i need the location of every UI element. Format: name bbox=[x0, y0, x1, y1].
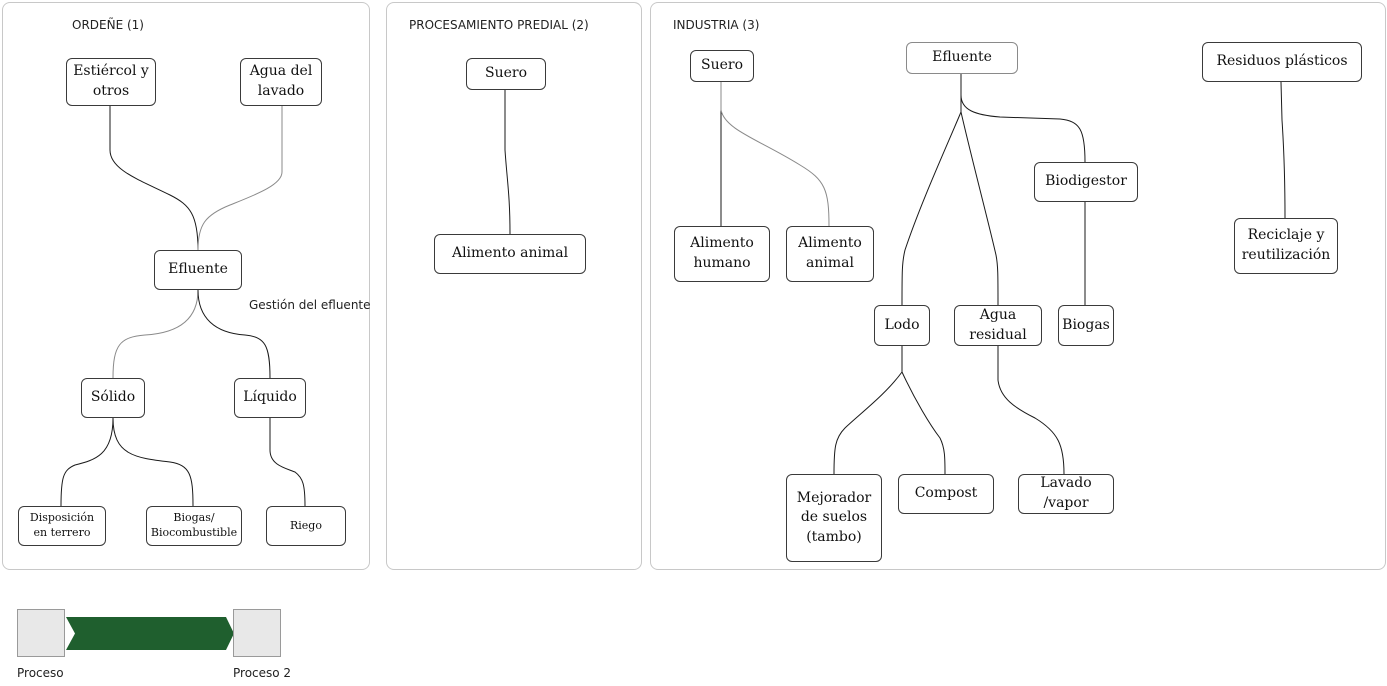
node-alimento-humano[interactable]: Alimento humano bbox=[674, 226, 770, 282]
node-alimento-animal-industria[interactable]: Alimento animal bbox=[786, 226, 874, 282]
node-mejorador-de-suelos[interactable]: Mejorador de suelos (tambo) bbox=[786, 474, 882, 562]
node-disposicion-en-terrero[interactable]: Disposición en terrero bbox=[18, 506, 106, 546]
panel-title-ordene: ORDEÑE (1) bbox=[72, 18, 144, 32]
node-biogas-biocombustible[interactable]: Biogas/ Biocombustible bbox=[146, 506, 242, 546]
panel-title-industria: INDUSTRIA (3) bbox=[673, 18, 760, 32]
panel-title-procesamiento: PROCESAMIENTO PREDIAL (2) bbox=[409, 18, 589, 32]
node-solido[interactable]: Sólido bbox=[81, 378, 145, 418]
node-reciclaje-y-reutilizacion[interactable]: Reciclaje y reutilización bbox=[1234, 218, 1338, 274]
legend-process-box-2 bbox=[233, 609, 281, 657]
legend-process-arrow bbox=[66, 617, 234, 650]
node-biogas-industria[interactable]: Biogas bbox=[1058, 305, 1114, 346]
node-agua-residual[interactable]: Agua residual bbox=[954, 305, 1042, 346]
legend-label-proceso: Proceso bbox=[17, 666, 64, 680]
node-suero-industria[interactable]: Suero bbox=[690, 50, 754, 82]
legend-label-proceso-2: Proceso 2 bbox=[233, 666, 292, 680]
node-liquido[interactable]: Líquido bbox=[234, 378, 306, 418]
node-agua-del-lavado[interactable]: Agua del lavado bbox=[240, 58, 322, 106]
panel-procesamiento-predial bbox=[386, 2, 642, 570]
legend-process-box-1 bbox=[17, 609, 65, 657]
node-compost[interactable]: Compost bbox=[898, 474, 994, 514]
node-biodigestor[interactable]: Biodigestor bbox=[1034, 162, 1138, 202]
node-riego[interactable]: Riego bbox=[266, 506, 346, 546]
node-efluente-industria[interactable]: Efluente bbox=[906, 42, 1018, 74]
gestion-del-efluente-label: Gestión del efluente bbox=[249, 298, 371, 312]
node-suero-predial[interactable]: Suero bbox=[466, 58, 546, 90]
node-residuos-plasticos[interactable]: Residuos plásticos bbox=[1202, 42, 1362, 82]
node-alimento-animal-predial[interactable]: Alimento animal bbox=[434, 234, 586, 274]
node-lavado-vapor[interactable]: Lavado /vapor bbox=[1018, 474, 1114, 514]
node-estiercol-y-otros[interactable]: Estiércol y otros bbox=[66, 58, 156, 106]
node-efluente-ordene[interactable]: Efluente bbox=[154, 250, 242, 290]
node-lodo[interactable]: Lodo bbox=[874, 305, 930, 346]
